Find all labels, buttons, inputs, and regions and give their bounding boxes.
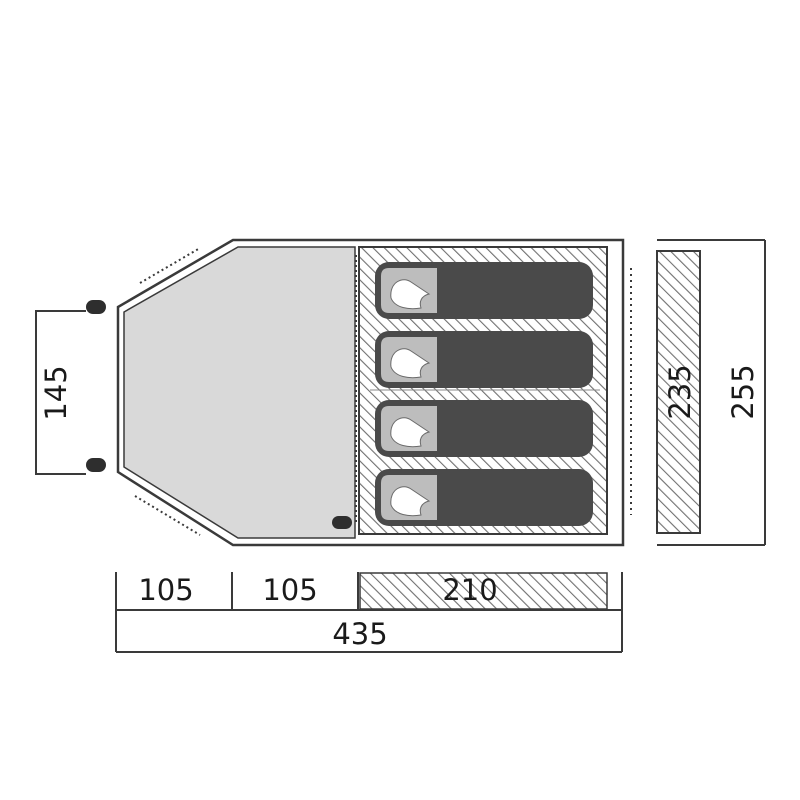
vestibule-depth-2-label: 105 (262, 573, 317, 607)
length-dimension-group (115, 572, 623, 653)
sleeping-bag (375, 331, 593, 388)
vestibule-depth-1-label: 105 (138, 573, 193, 607)
door-toggle-top (86, 300, 106, 314)
inner-width-label: 235 (663, 364, 697, 419)
sleeping-bags (375, 262, 593, 526)
sleeper-head-icon (390, 417, 431, 448)
inner-door-toggle (332, 516, 352, 529)
door-width-bracket (35, 310, 86, 475)
door-toggle-bottom (86, 458, 106, 472)
vent-dots-top (139, 247, 201, 284)
sleeping-bag (375, 400, 593, 457)
sleeping-bag (375, 469, 593, 526)
total-width-label: 255 (726, 364, 760, 419)
sleeper-head-icon (390, 279, 431, 310)
vestibule-area (123, 246, 356, 539)
sleeping-bag (375, 262, 593, 319)
inner-length-hatch (359, 572, 608, 610)
door-width-label: 145 (39, 365, 73, 420)
sleeper-head-icon (390, 348, 431, 379)
side-inner-hatch (656, 250, 701, 534)
sleeper-head-icon (390, 486, 431, 517)
total-length-label: 435 (332, 617, 387, 651)
inner-length-label: 210 (442, 573, 497, 607)
